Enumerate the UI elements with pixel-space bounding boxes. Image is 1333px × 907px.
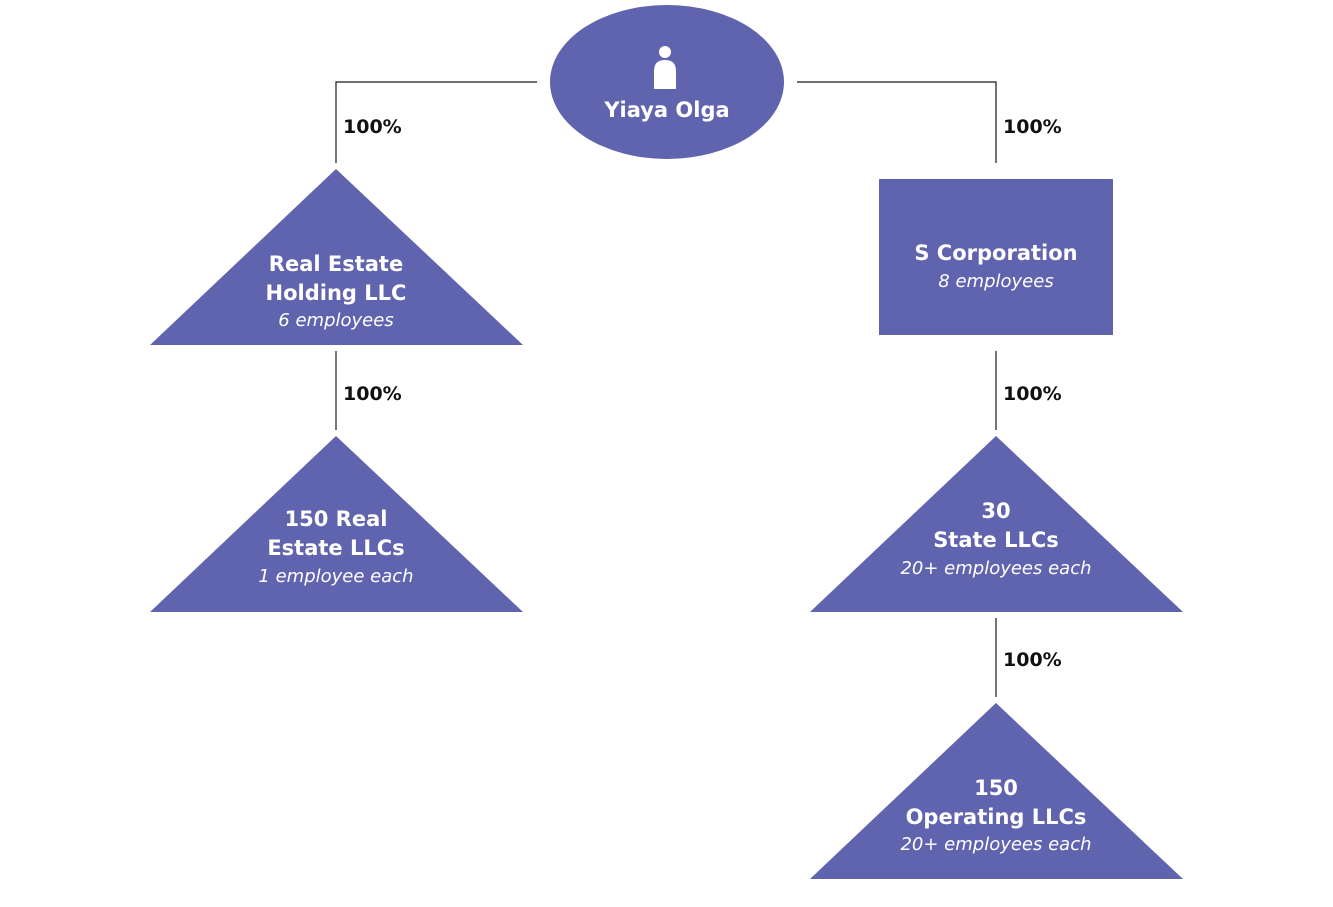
pct-scorp-to-state: 100% (1003, 383, 1062, 405)
pct-owner-to-holding: 100% (343, 116, 402, 138)
state-llcs-name-line2: State LLCs (933, 528, 1059, 552)
s-corporation-rect (879, 179, 1113, 335)
operating-llcs-name-line2: Operating LLCs (906, 805, 1087, 829)
owner-name: Yiaya Olga (603, 98, 729, 122)
state-llcs-employees: 20+ employees each (900, 558, 1091, 579)
real-estate-holding-triangle (150, 169, 523, 345)
pct-state-to-operating: 100% (1003, 649, 1062, 671)
pct-owner-to-scorp: 100% (1003, 116, 1062, 138)
pct-holding-to-llcs: 100% (343, 383, 402, 405)
real-estate-holding-name-line2: Holding LLC (266, 281, 407, 305)
real-estate-llcs-name-line1: 150 Real (285, 507, 388, 531)
operating-llcs-node: 150 Operating LLCs 20+ employees each (810, 703, 1183, 879)
ownership-labels: 100% 100% 100% 100% 100% (343, 116, 1062, 671)
owner-node: Yiaya Olga (550, 5, 784, 159)
real-estate-holding-node: Real Estate Holding LLC 6 employees (150, 169, 523, 345)
person-icon (654, 46, 676, 89)
s-corporation-node: S Corporation 8 employees (879, 179, 1113, 335)
real-estate-llcs-employees: 1 employee each (258, 566, 413, 587)
state-llcs-name-line1: 30 (981, 499, 1010, 523)
operating-llcs-employees: 20+ employees each (900, 834, 1091, 855)
connectors (335, 81, 997, 697)
operating-llcs-name-line1: 150 (974, 776, 1018, 800)
s-corporation-name: S Corporation (914, 241, 1077, 265)
real-estate-llcs-name-line2: Estate LLCs (267, 536, 404, 560)
s-corporation-employees: 8 employees (938, 271, 1053, 292)
operating-llcs-triangle (810, 703, 1183, 879)
state-llcs-triangle (810, 436, 1183, 612)
real-estate-llcs-triangle (150, 436, 523, 612)
connector-owner-to-holding (335, 81, 537, 163)
connector-owner-to-scorp (797, 81, 997, 163)
real-estate-llcs-node: 150 Real Estate LLCs 1 employee each (150, 436, 523, 612)
state-llcs-node: 30 State LLCs 20+ employees each (810, 436, 1183, 612)
real-estate-holding-employees: 6 employees (278, 310, 393, 331)
real-estate-holding-name-line1: Real Estate (269, 252, 403, 276)
